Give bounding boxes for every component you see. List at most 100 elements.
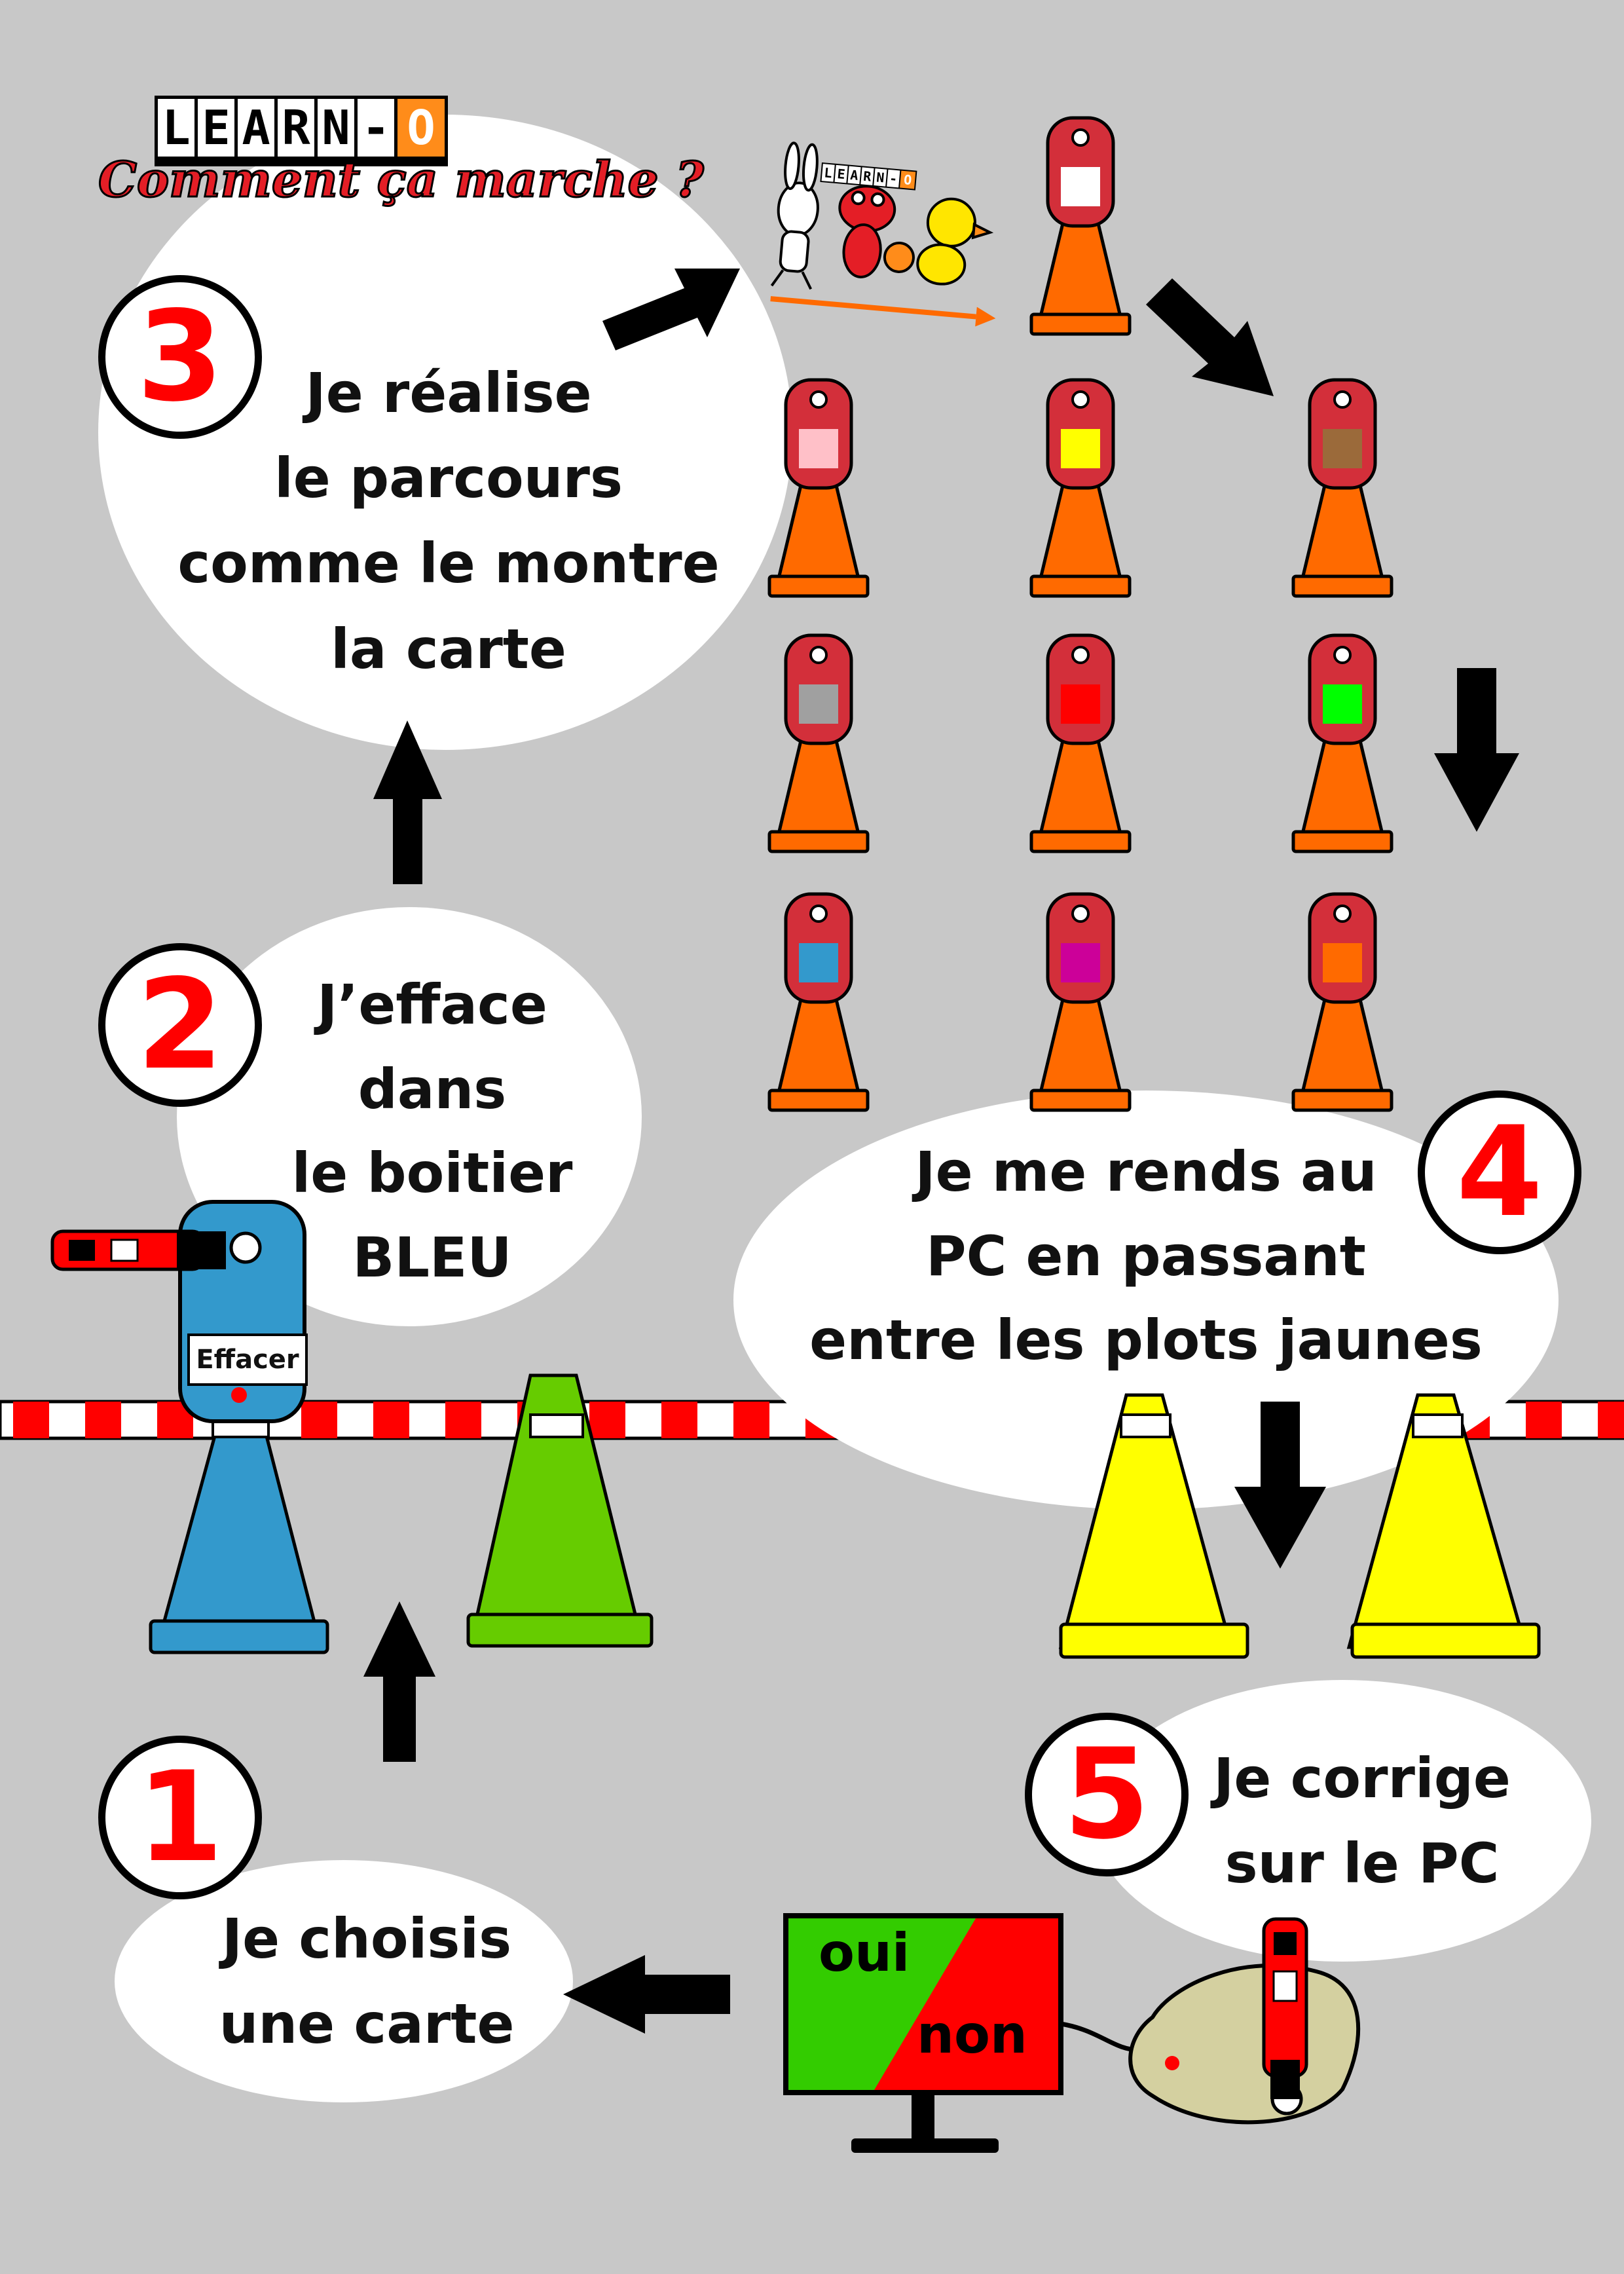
tape-stripe — [373, 1402, 409, 1438]
tape-stripe — [661, 1402, 697, 1438]
chick-icon — [916, 197, 994, 286]
bubble-step-4 — [733, 1090, 1559, 1510]
marker-color-square — [799, 429, 838, 468]
tape-stripe — [13, 1402, 49, 1438]
card-logo-letter: N — [874, 168, 887, 187]
orange-cone — [1029, 633, 1132, 853]
card-logo-letter: A — [847, 166, 861, 185]
pc-monitor-icon — [783, 1913, 1063, 2153]
orange-cone-grid — [767, 116, 1393, 1112]
card-reader-icon — [1128, 1963, 1361, 2125]
tape-stripe — [445, 1402, 481, 1438]
orange-cone — [1291, 378, 1393, 598]
card-logo-letter: - — [887, 169, 900, 188]
yellow-cone-left — [1058, 1393, 1249, 1659]
orange-cone — [767, 633, 870, 853]
step-2-line: dans — [358, 1056, 507, 1121]
tape-stripe — [589, 1402, 625, 1438]
learn-o-logo: L E A R N - O — [155, 96, 448, 166]
step-1-text: Je choisis une carte — [183, 1896, 550, 2066]
tape-stripe — [1526, 1402, 1562, 1438]
orange-cone — [1291, 892, 1393, 1112]
step-3-number: 3 — [98, 275, 262, 439]
step-3-line: Je réalise — [305, 361, 592, 425]
step-1-line: une carte — [219, 1992, 515, 2057]
step-5-text: Je corrige sur le PC — [1179, 1736, 1545, 1906]
logo-letter: N — [318, 99, 354, 157]
tape-stripe — [1598, 1402, 1624, 1438]
marker-color-square — [1323, 684, 1362, 724]
step-4-line: Je me rends au — [915, 1140, 1377, 1204]
page-subtitle: Comment ça marche ? — [98, 151, 705, 210]
green-cone — [466, 1373, 654, 1648]
tape-stripe — [85, 1402, 121, 1438]
step-1-number: 1 — [98, 1736, 262, 1899]
rabbit-icon — [770, 141, 819, 290]
arrow-down-icon — [1434, 668, 1519, 832]
marker-color-square — [1061, 429, 1100, 468]
orange-cone — [1029, 116, 1132, 336]
step-4-line: entre les plots jaunes — [809, 1308, 1483, 1373]
step-5-line: sur le PC — [1225, 1831, 1500, 1896]
pc-no-label: non — [917, 2004, 1027, 2065]
marker-color-square — [1061, 943, 1100, 982]
step-2-text: J’efface dans le boitier BLEU — [249, 963, 616, 1299]
step-2-line: J’efface — [317, 973, 547, 1037]
card-logo-letter: R — [860, 167, 874, 185]
logo-letter: E — [198, 99, 234, 157]
pc-yes-label: oui — [819, 1922, 910, 1983]
step-5-line: Je corrige — [1213, 1746, 1511, 1810]
course-card-illustration — [770, 141, 996, 327]
marker-color-square — [1323, 429, 1362, 468]
blue-cone — [149, 1413, 329, 1654]
step-5-number: 5 — [1025, 1713, 1189, 1876]
logo-letter: L — [158, 99, 194, 157]
orange-cone — [767, 378, 870, 598]
tape-stripe — [301, 1402, 337, 1438]
orange-cone — [1029, 378, 1132, 598]
card-logo-letter: L — [821, 164, 835, 182]
marker-color-square — [1061, 684, 1100, 724]
logo-letter: R — [278, 99, 314, 157]
step-3-line: le parcours — [274, 446, 623, 511]
marker-color-square — [1323, 943, 1362, 982]
step-2-line: le boitier — [291, 1141, 573, 1206]
card-logo-letter: O — [900, 170, 916, 189]
logo-letter: - — [358, 99, 394, 157]
step-3-line: comme le montre — [177, 531, 720, 596]
marker-color-square — [799, 684, 838, 724]
arrow-diagonal-icon — [1146, 278, 1274, 396]
yellow-cone-right — [1346, 1393, 1541, 1659]
logo-letter: A — [238, 99, 274, 157]
arrow-left-icon — [563, 1955, 730, 2034]
arrow-diagonal-icon — [602, 269, 740, 350]
orange-cone — [1029, 892, 1132, 1112]
logo-letter: O — [397, 99, 445, 157]
orange-cone — [1291, 633, 1393, 853]
bubble-step-3 — [98, 115, 792, 750]
bubble-step-5 — [1094, 1680, 1591, 1962]
effacer-button: Effacer — [187, 1333, 308, 1386]
chameleon-icon — [838, 185, 915, 278]
stick-icon — [1262, 1917, 1308, 2099]
step-3-text: Je réalise le parcours comme le montre l… — [124, 350, 773, 692]
arrow-up-icon — [373, 720, 442, 884]
arrow-down-icon — [1234, 1402, 1326, 1569]
step-4-line: PC en passant — [926, 1223, 1366, 1288]
step-3-line: la carte — [331, 616, 566, 681]
tape-stripe — [733, 1402, 769, 1438]
step-2-line: BLEU — [352, 1225, 512, 1290]
card-logo-letter: E — [834, 164, 848, 183]
marker-color-square — [1061, 167, 1100, 206]
step-4-text: Je me rends au PC en passant entre les p… — [740, 1130, 1552, 1383]
step-4-number: 4 — [1418, 1090, 1581, 1254]
step-1-line: Je choisis — [221, 1907, 512, 1971]
arrow-up-icon — [363, 1601, 435, 1762]
step-2-number: 2 — [98, 943, 262, 1107]
stick-icon — [50, 1229, 226, 1271]
orange-cone — [767, 892, 870, 1112]
marker-color-square — [799, 943, 838, 982]
bubble-step-1 — [115, 1860, 573, 2102]
